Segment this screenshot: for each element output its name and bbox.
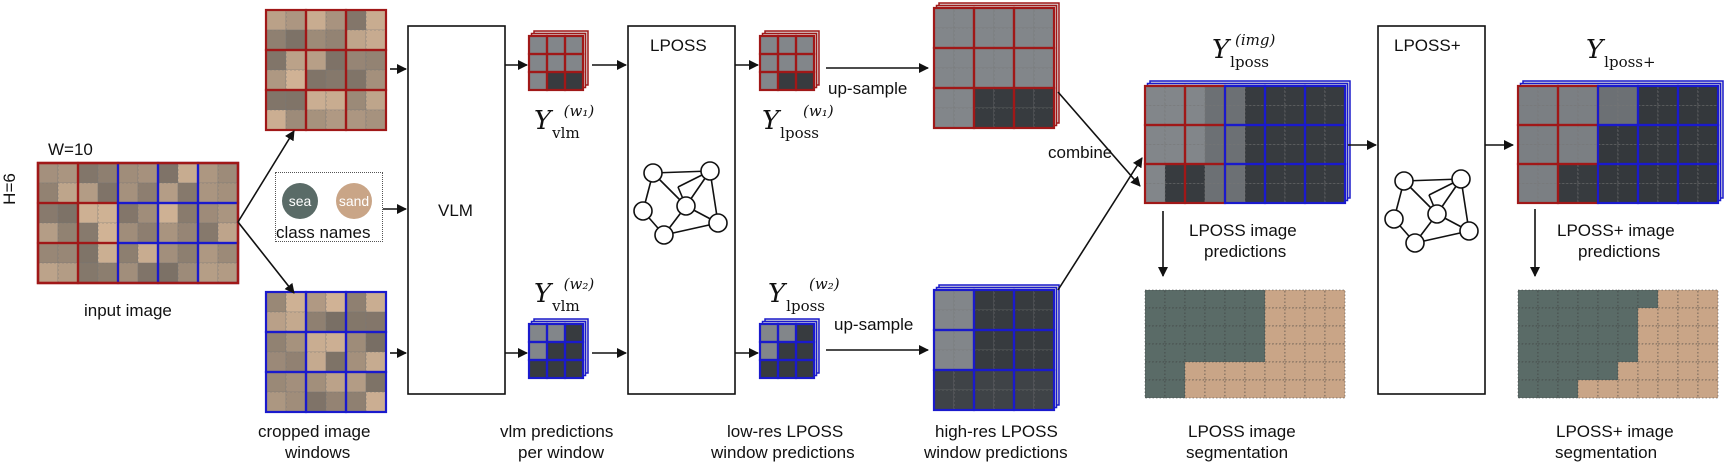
lposs-img-pred-grid <box>1143 80 1351 205</box>
lposs-plus-seg-1: LPOSS+ image <box>1556 422 1674 441</box>
y-vlm-w2: Yvlm(w₂) <box>534 275 595 315</box>
lposs-box-label: LPOSS <box>650 36 707 55</box>
y-lposs-w2: Ylposs(w₂) <box>768 275 840 315</box>
window-2-grid <box>264 290 388 414</box>
window-1-grid <box>264 8 388 132</box>
lposs-img-seg-2: segmentation <box>1186 443 1289 462</box>
lposs-plus-pred-1: LPOSS+ image <box>1557 221 1675 240</box>
lposs-plus-segmentation <box>1517 289 1719 399</box>
input-image-grid <box>36 161 240 285</box>
class-sea-circle: sea <box>282 183 318 219</box>
lposs-caption-2: window predictions <box>711 443 855 462</box>
y-lposs-w1: Ylposs(w₁) <box>762 102 834 142</box>
class-names-box: sea sand <box>275 172 383 242</box>
combine-label: combine <box>1048 143 1113 162</box>
lposs-plus-pred-2: predictions <box>1578 242 1661 261</box>
arrow-combine-top <box>1057 91 1141 187</box>
upsample-top-label: up-sample <box>828 79 908 98</box>
lposs-plus-box-label: LPOSS+ <box>1394 36 1461 55</box>
highres-caption-2: window predictions <box>924 443 1068 462</box>
lposs-graph <box>633 161 728 245</box>
arrow-input-to-window1 <box>237 130 295 223</box>
arrow-input-to-window2 <box>237 221 295 294</box>
vlm-box <box>407 25 506 395</box>
vlm-caption-2: per window <box>518 443 604 462</box>
lposs-img-segmentation <box>1144 289 1346 399</box>
upsample-bottom-label: up-sample <box>834 315 914 334</box>
y-vlm-w1: Yvlm(w₁) <box>534 102 595 142</box>
lposs-plus-graph <box>1384 169 1479 253</box>
lposs-plus-pred-grid <box>1516 80 1724 205</box>
arrow-combine-bottom <box>1057 157 1143 291</box>
lposs-caption-1: low-res LPOSS <box>727 422 844 441</box>
input-image-caption: input image <box>84 301 172 320</box>
class-sand-circle: sand <box>336 183 372 219</box>
y-lposs-plus: Ylposs+ <box>1586 35 1656 71</box>
height-label: H=6 <box>0 173 19 205</box>
vlm-pred-1-grid <box>527 30 589 92</box>
lposs-low-1-grid <box>758 30 820 92</box>
lposs-high-2-grid <box>932 284 1060 412</box>
lposs-img-seg-1: LPOSS image <box>1188 422 1296 441</box>
vlm-box-label: VLM <box>438 201 473 220</box>
windows-caption-2: windows <box>285 443 351 462</box>
lposs-img-pred-2: predictions <box>1204 242 1287 261</box>
lposs-high-1-grid <box>932 2 1060 130</box>
width-label: W=10 <box>48 140 93 159</box>
vlm-caption-1: vlm predictions <box>500 422 614 441</box>
highres-caption-1: high-res LPOSS <box>935 422 1058 441</box>
class-names-title: class names <box>276 223 371 242</box>
lposs-low-2-grid <box>758 318 820 380</box>
windows-caption-1: cropped image <box>258 422 371 441</box>
y-lposs-img: Ylposs(img) <box>1212 31 1276 71</box>
lposs-img-pred-1: LPOSS image <box>1189 221 1297 240</box>
vlm-pred-2-grid <box>527 318 589 380</box>
lposs-plus-seg-2: segmentation <box>1555 443 1658 462</box>
